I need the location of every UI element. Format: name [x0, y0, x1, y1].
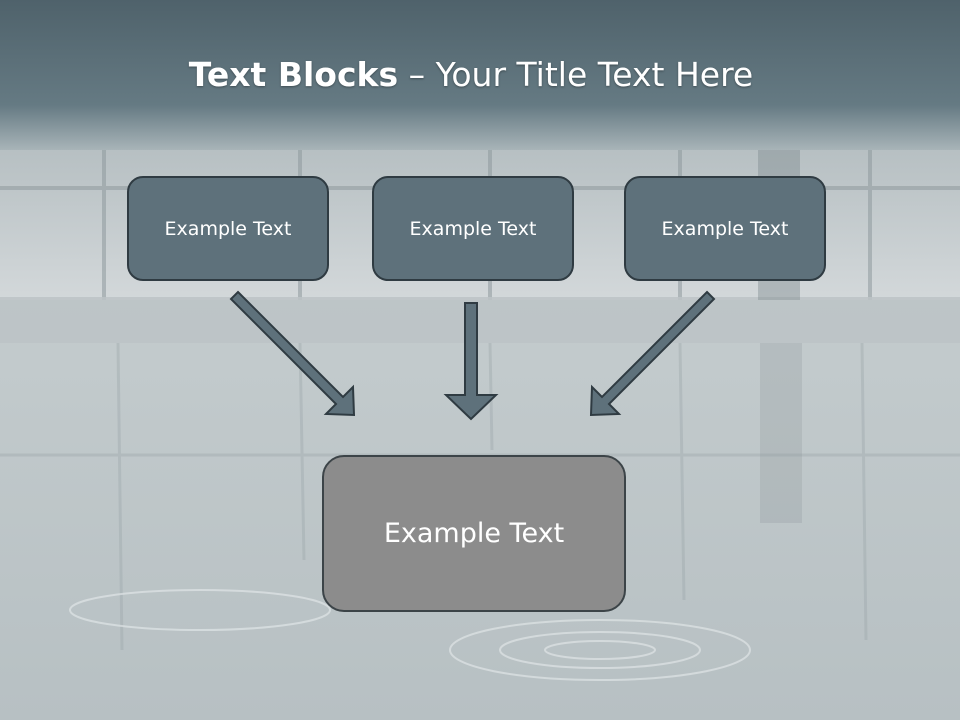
- result-text-block[interactable]: Example Text: [322, 455, 626, 612]
- title-bold-part: Text Blocks: [188, 55, 399, 94]
- title-regular-part: – Your Title Text Here: [398, 55, 754, 94]
- text-block-1-label: Example Text: [164, 217, 292, 240]
- arrow-center-down: [443, 302, 499, 421]
- arrow-right-diagonal: [589, 290, 716, 417]
- text-block-2-label: Example Text: [409, 217, 537, 240]
- text-block-1[interactable]: Example Text: [127, 176, 329, 281]
- slide-title: Text Blocks – Your Title Text Here: [0, 52, 942, 98]
- arrow-left-diagonal: [229, 290, 356, 417]
- result-text-block-label: Example Text: [383, 518, 565, 549]
- text-block-3[interactable]: Example Text: [624, 176, 826, 281]
- text-block-3-label: Example Text: [661, 217, 789, 240]
- text-block-2[interactable]: Example Text: [372, 176, 574, 281]
